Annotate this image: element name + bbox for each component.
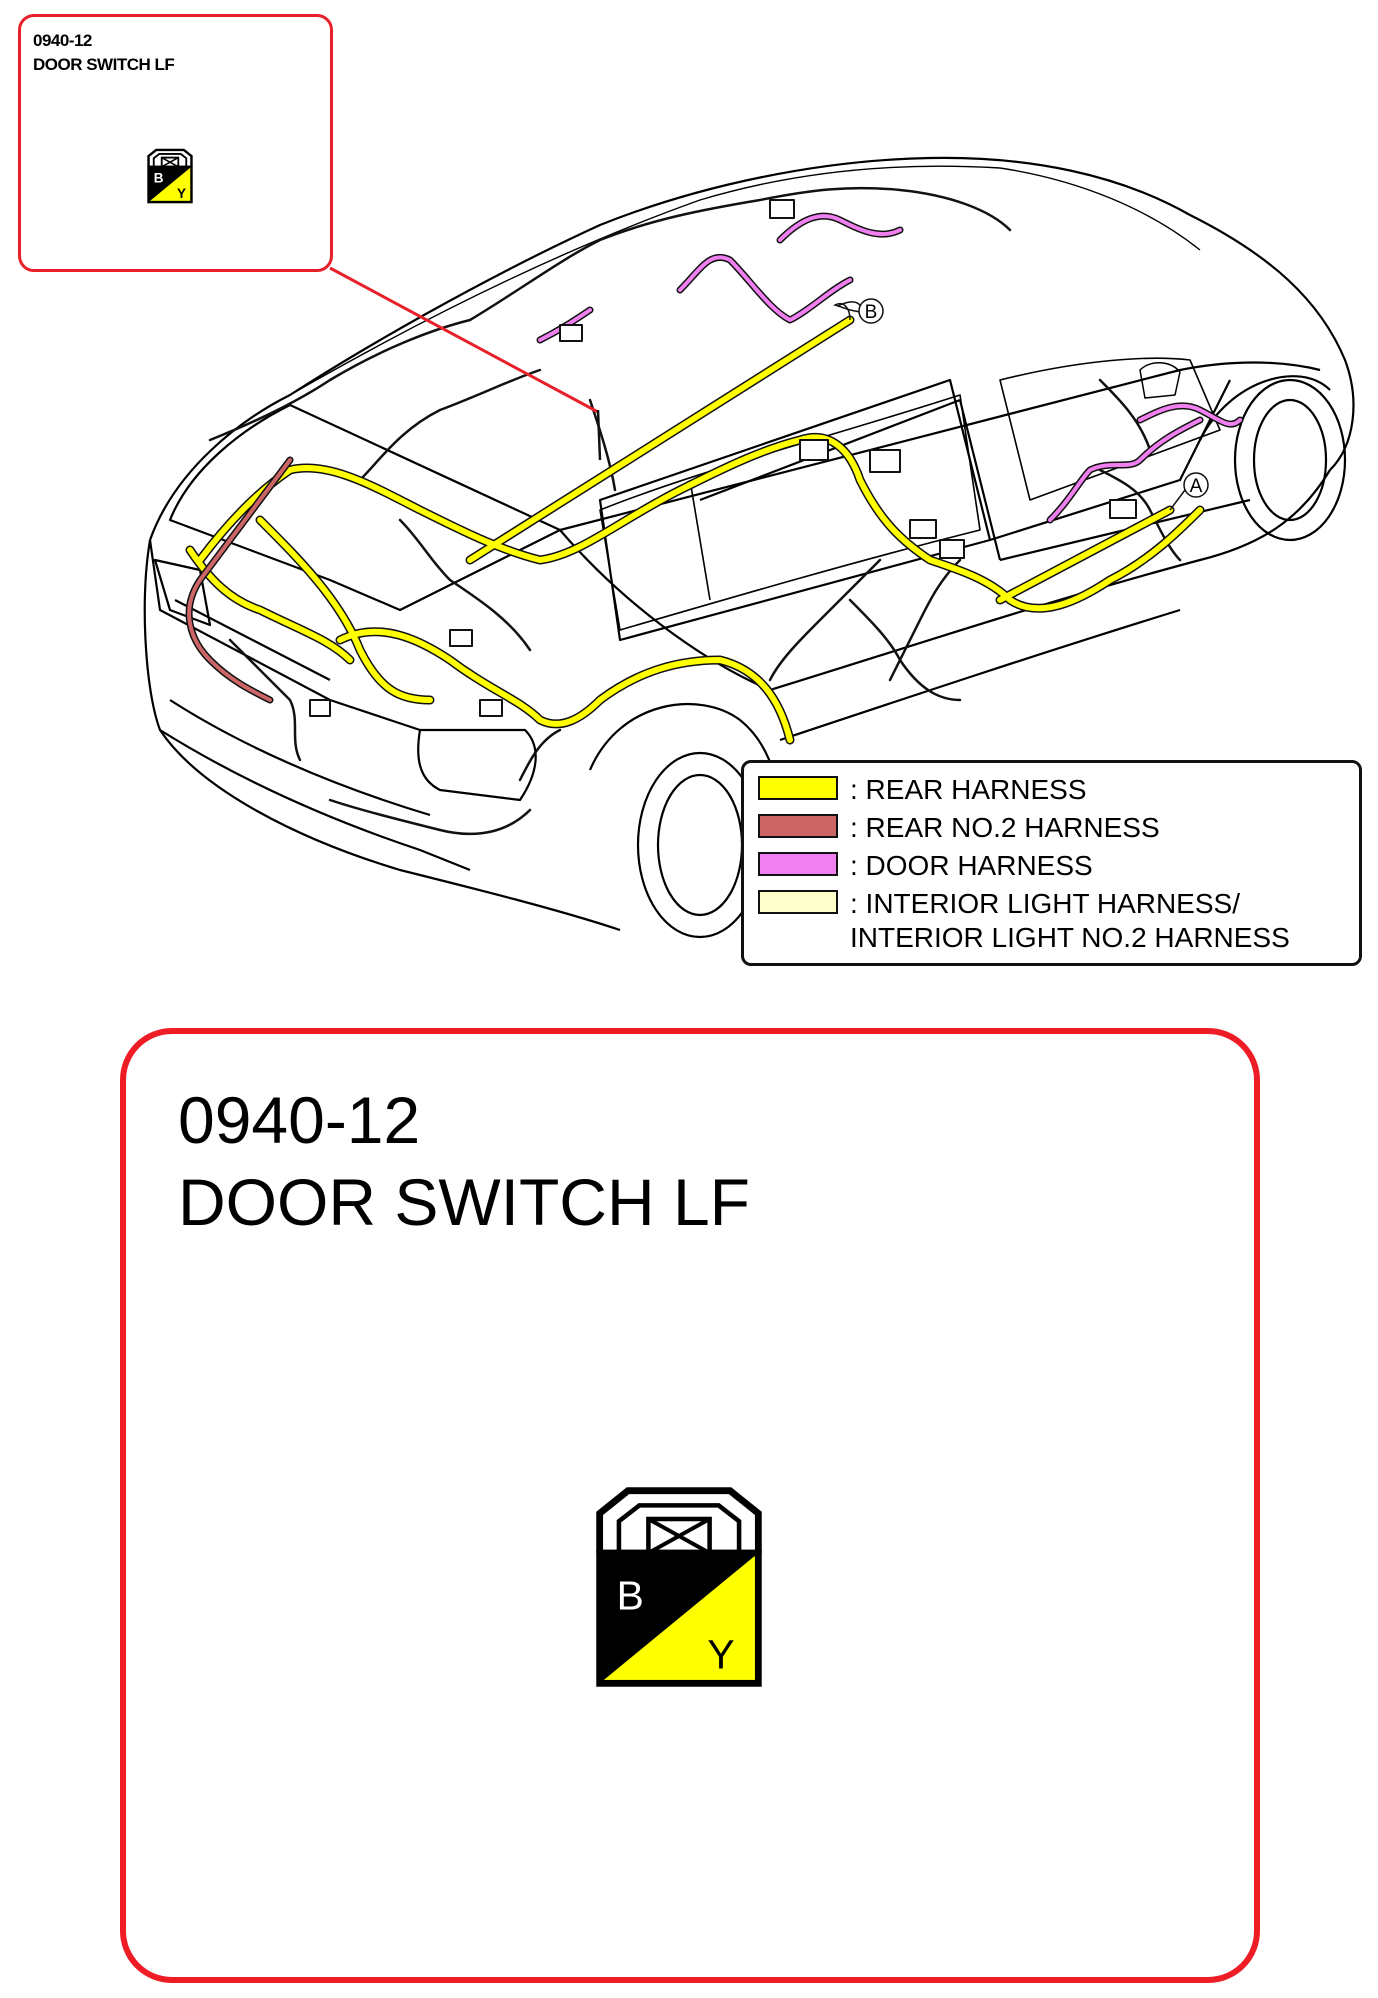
legend-label: : REAR HARNESS [850, 774, 1087, 805]
small-callout-code: 0940-12 [33, 31, 92, 50]
svg-text:B: B [154, 171, 164, 186]
harness-routes [185, 186, 1244, 836]
legend-swatch [758, 852, 838, 876]
legend-label: : REAR NO.2 HARNESS [850, 812, 1160, 843]
legend-swatch [758, 776, 838, 800]
large-callout: 0940-12 DOOR SWITCH LF B Y [120, 1028, 1260, 1983]
connector-pin-y: Y [707, 1632, 734, 1678]
legend-item-door-harness: : DOOR HARNESS [758, 849, 1093, 883]
marker-b-label: B [865, 302, 878, 323]
marker-a: A [1169, 472, 1209, 511]
small-callout-name: DOOR SWITCH LF [33, 55, 175, 74]
marker-a-label: A [1190, 476, 1203, 497]
connector-pin-b: B [617, 1573, 644, 1619]
large-connector-icon: B Y [596, 1487, 762, 1687]
small-connector-icon: B Y [147, 148, 193, 204]
legend-item-rear-no2-harness: : REAR NO.2 HARNESS [758, 811, 1160, 845]
harness-legend: : REAR HARNESS : REAR NO.2 HARNESS : DOO… [741, 760, 1362, 966]
large-callout-name: DOOR SWITCH LF [178, 1165, 750, 1239]
car-harness-diagram: A B [143, 156, 1355, 939]
legend-swatch [758, 814, 838, 838]
legend-label: : DOOR HARNESS [850, 850, 1093, 881]
door-switch-pointer [596, 409, 602, 461]
marker-b: B [833, 298, 884, 324]
large-callout-code: 0940-12 [178, 1083, 421, 1157]
legend-label: : INTERIOR LIGHT HARNESS/ INTERIOR LIGHT… [850, 888, 1290, 953]
legend-item-rear-harness: : REAR HARNESS [758, 773, 1087, 807]
small-callout: 0940-12 DOOR SWITCH LF B Y [18, 14, 333, 272]
legend-item-interior-light-harness: : INTERIOR LIGHT HARNESS/ INTERIOR LIGHT… [758, 887, 1290, 955]
svg-text:Y: Y [177, 186, 186, 201]
legend-swatch [758, 890, 838, 914]
callout-leader-line [329, 266, 599, 414]
